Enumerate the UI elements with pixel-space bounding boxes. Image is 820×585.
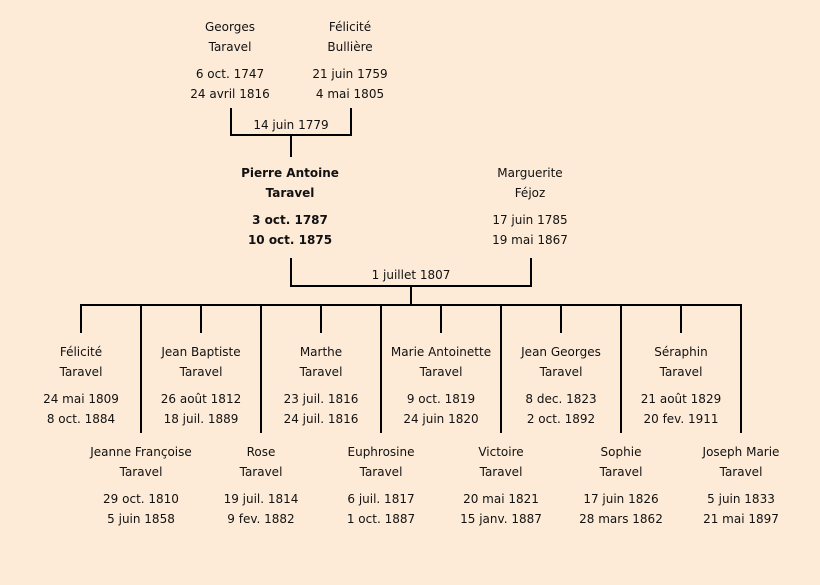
child-last: Taravel	[299, 365, 343, 379]
child-last: Taravel	[239, 465, 283, 479]
child-death: 28 mars 1862	[579, 512, 663, 526]
child-first: Jean Baptiste	[161, 345, 241, 359]
mother-birth: 17 juin 1785	[492, 213, 568, 227]
connector-line	[290, 258, 292, 287]
child-death: 20 fev. 1911	[643, 412, 719, 426]
grandfather-last: Taravel	[208, 40, 252, 54]
grandmother-death: 4 mai 1805	[315, 87, 385, 101]
mother-first: Marguerite	[497, 166, 563, 180]
child-last: Taravel	[719, 465, 763, 479]
child-last: Taravel	[359, 465, 403, 479]
child-death: 24 juil. 1816	[283, 412, 359, 426]
child-birth: 29 oct. 1810	[103, 492, 179, 506]
connector-line	[350, 108, 352, 136]
child-first: Séraphin	[654, 345, 708, 359]
child-death: 8 oct. 1884	[46, 412, 116, 426]
connector-line	[80, 305, 82, 333]
child-birth: 20 mai 1821	[463, 492, 539, 506]
child-last: Taravel	[59, 365, 103, 379]
father-last: Taravel	[265, 186, 315, 200]
father-first: Pierre Antoine	[241, 166, 339, 180]
connector-line	[530, 258, 532, 287]
grandfather-death: 24 avril 1816	[190, 87, 270, 101]
connector-line	[320, 305, 322, 333]
child-last: Taravel	[479, 465, 523, 479]
grandfather-birth: 6 oct. 1747	[195, 67, 265, 81]
child-death: 18 juil. 1889	[163, 412, 239, 426]
connector-line	[740, 305, 742, 433]
child-first: Victoire	[478, 445, 524, 459]
child-birth: 9 oct. 1819	[406, 392, 476, 406]
child-birth: 8 dec. 1823	[525, 392, 597, 406]
child-birth: 23 juil. 1816	[283, 392, 359, 406]
connector-line	[80, 304, 742, 306]
grandmother-last: Bullière	[327, 40, 373, 54]
child-first: Joseph Marie	[702, 445, 780, 459]
parents-marriage-date: 1 juillet 1807	[371, 268, 451, 282]
child-last: Taravel	[659, 365, 703, 379]
child-first: Sophie	[600, 445, 642, 459]
connector-line	[560, 305, 562, 333]
father-death: 10 oct. 1875	[247, 233, 333, 247]
child-first: Jeanne Françoise	[90, 445, 192, 459]
child-death: 2 oct. 1892	[526, 412, 596, 426]
father-birth: 3 oct. 1787	[252, 213, 328, 227]
connector-line	[290, 134, 292, 157]
child-birth: 19 juil. 1814	[223, 492, 299, 506]
grandmother-birth: 21 juin 1759	[312, 67, 388, 81]
connector-line	[140, 305, 142, 433]
child-last: Taravel	[599, 465, 643, 479]
child-death: 9 fev. 1882	[227, 512, 295, 526]
child-death: 21 mai 1897	[703, 512, 779, 526]
child-birth: 24 mai 1809	[43, 392, 119, 406]
connector-line	[200, 305, 202, 333]
child-death: 5 juin 1858	[107, 512, 175, 526]
child-last: Taravel	[179, 365, 223, 379]
connector-line	[410, 285, 412, 306]
mother-death: 19 mai 1867	[492, 233, 568, 247]
mother-last: Féjoz	[514, 186, 546, 200]
grandmother-first: Félicité	[328, 20, 372, 34]
child-first: Jean Georges	[521, 345, 601, 359]
connector-line	[260, 305, 262, 433]
child-first: Félicité	[59, 345, 103, 359]
child-first: Rose	[246, 445, 276, 459]
connector-line	[680, 305, 682, 333]
child-birth: 6 juil. 1817	[347, 492, 415, 506]
connector-line	[230, 108, 232, 136]
child-birth: 21 août 1829	[640, 392, 722, 406]
connector-line	[440, 305, 442, 333]
connector-line	[620, 305, 622, 433]
child-death: 24 juin 1820	[403, 412, 479, 426]
child-death: 1 oct. 1887	[346, 512, 416, 526]
child-last: Taravel	[539, 365, 583, 379]
child-first: Marthe	[299, 345, 343, 359]
connector-line	[500, 305, 502, 433]
connector-line	[380, 305, 382, 433]
grandfather-first: Georges	[205, 20, 255, 34]
child-birth: 17 juin 1826	[583, 492, 659, 506]
child-birth: 26 août 1812	[160, 392, 242, 406]
child-birth: 5 juin 1833	[707, 492, 775, 506]
grandparents-marriage-date: 14 juin 1779	[253, 118, 329, 132]
child-first: Marie Antoinette	[390, 345, 492, 359]
child-last: Taravel	[419, 365, 463, 379]
child-last: Taravel	[119, 465, 163, 479]
child-first: Euphrosine	[347, 445, 415, 459]
child-death: 15 janv. 1887	[460, 512, 542, 526]
